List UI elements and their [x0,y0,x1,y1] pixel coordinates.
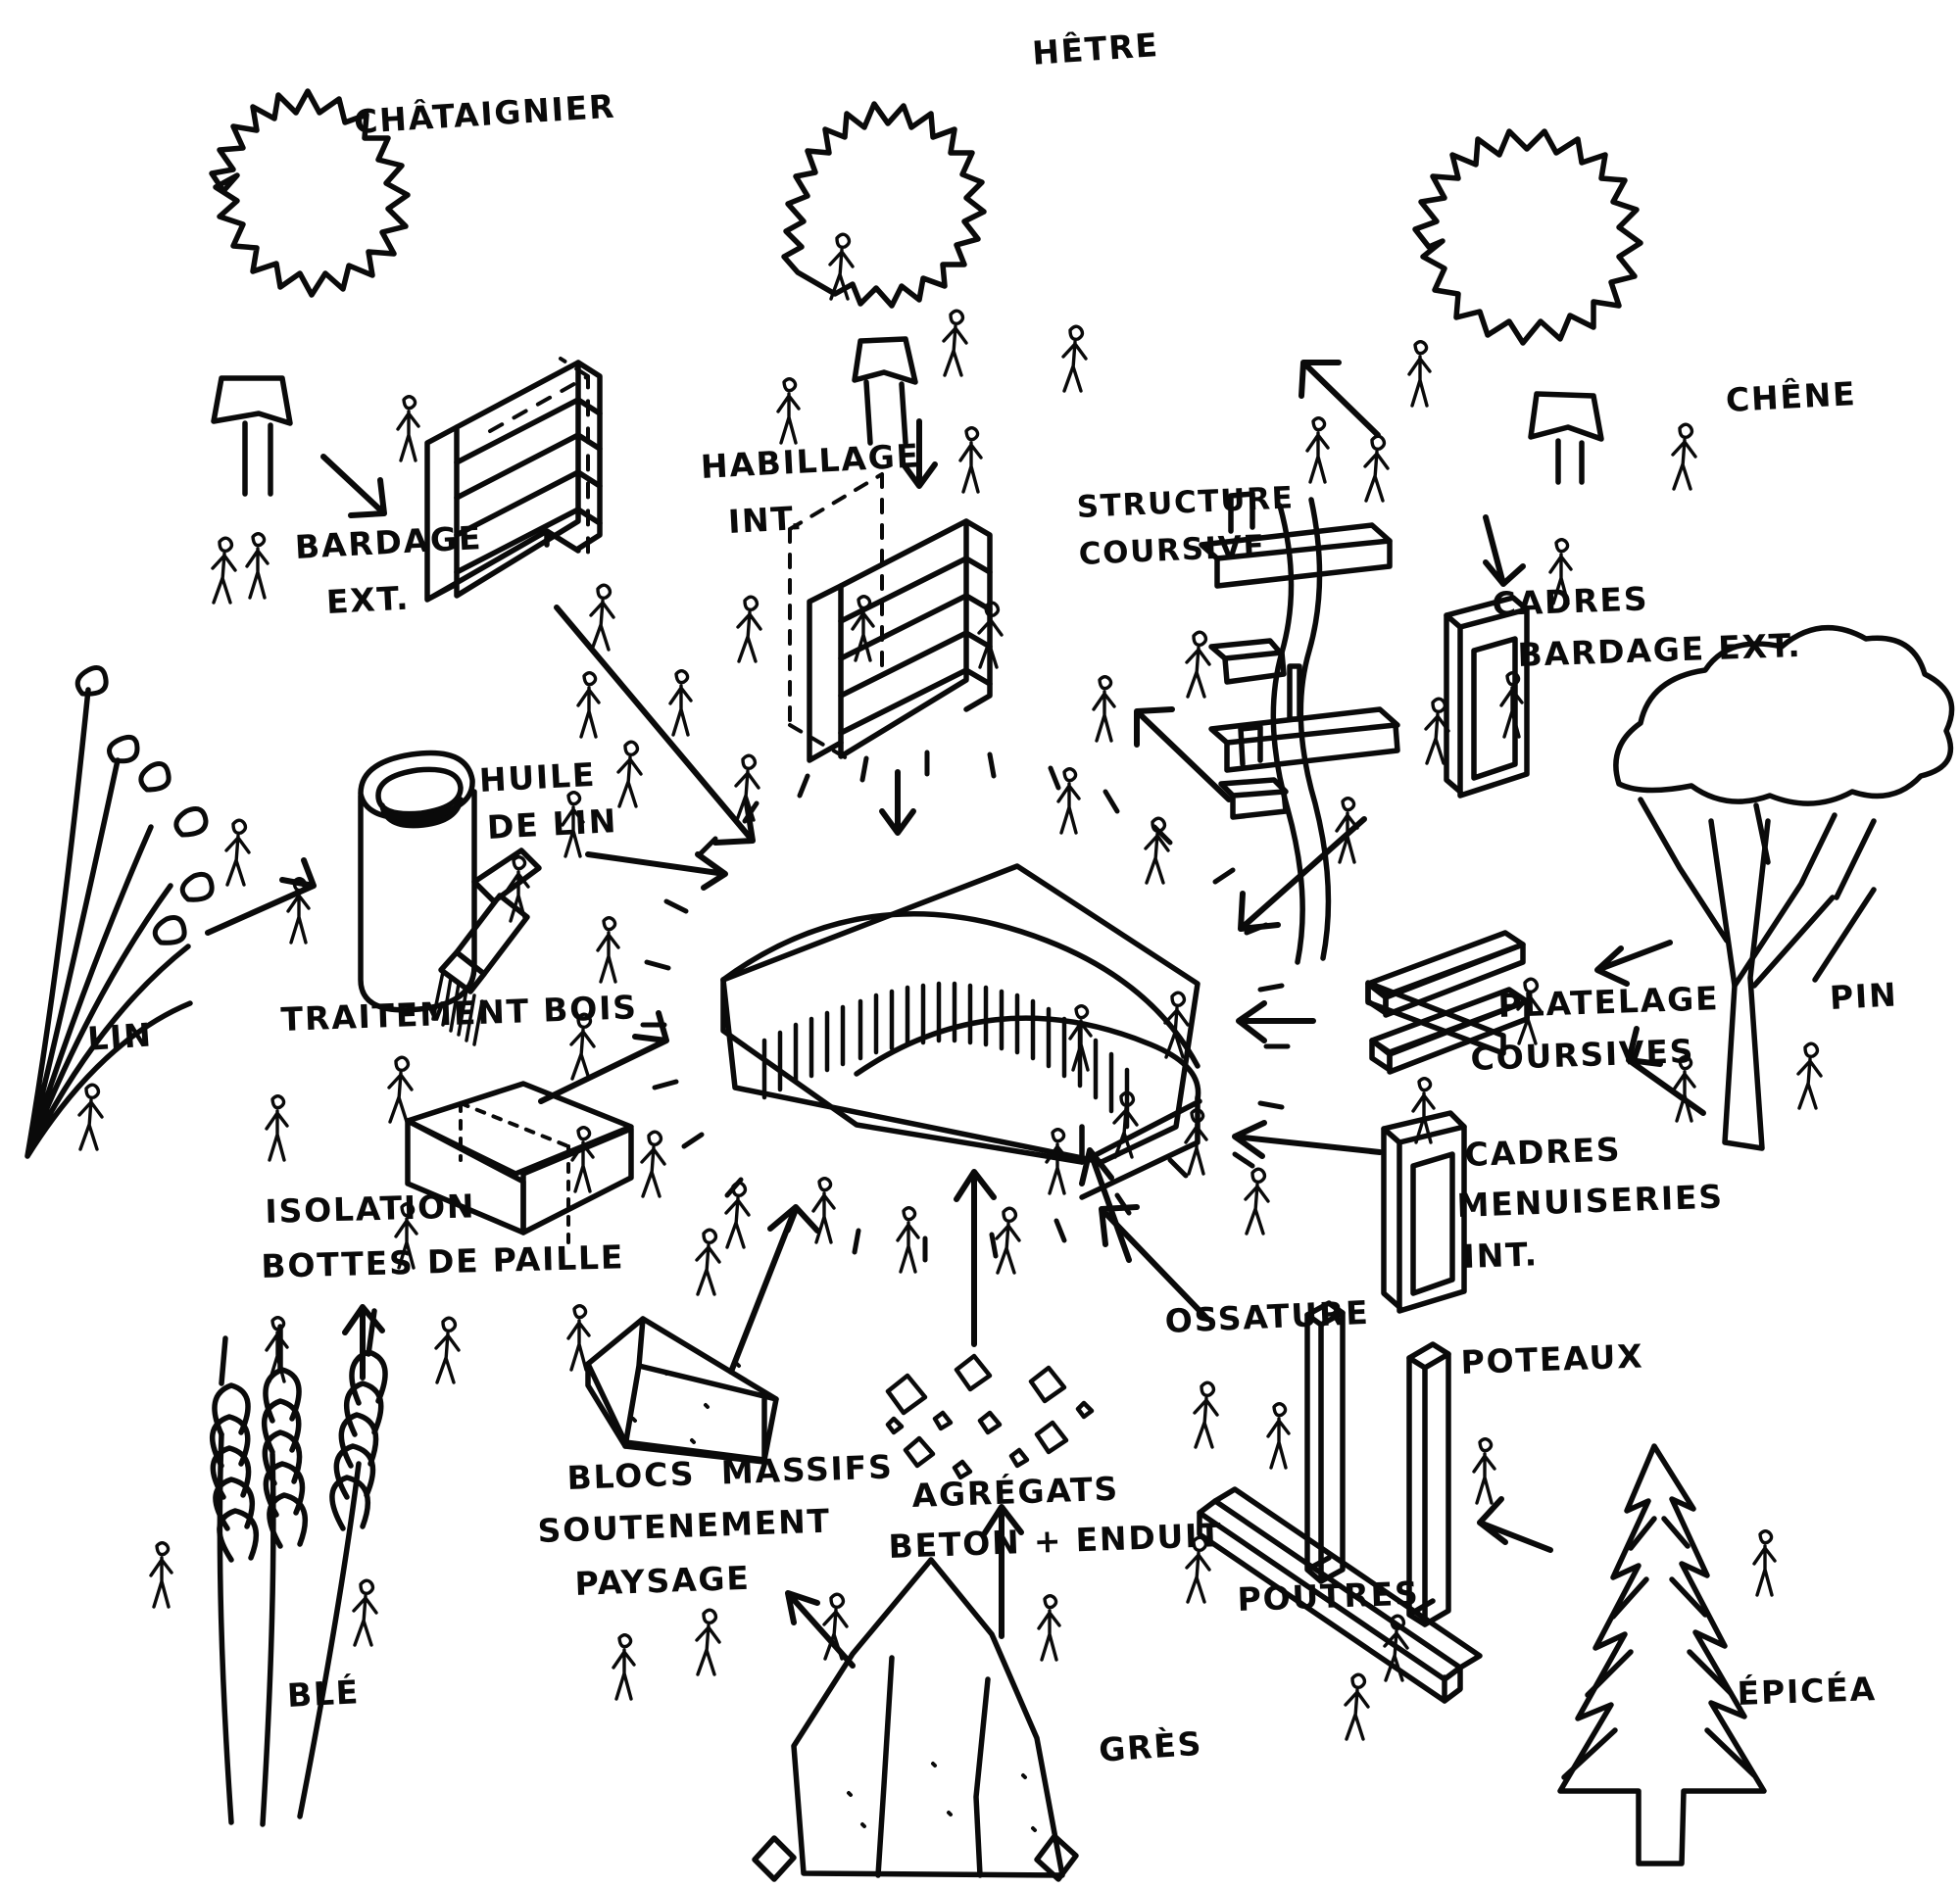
bardage-ext-dashed-guide [488,357,590,557]
label-pin: PIN [1828,975,1899,1017]
component-cadres-bardage-drawing [1444,595,1530,799]
component-bardage-ext-drawing [424,360,603,603]
label-platelage-line2: COURSIVES [1469,1032,1695,1078]
component-agregats-drawing [885,1353,1095,1480]
component-cadres-menuiseries-drawing [1381,1110,1467,1314]
label-huile-de-lin-line1: HUILE [477,754,598,799]
component-isolation-drawing [405,1081,634,1252]
habillage-int-dashed-guide [788,472,884,760]
stone-gres-drawing [752,1557,1079,1882]
tree-epicea-drawing [1557,1443,1767,1866]
label-bardage-ext-line2: EXT. [324,578,412,621]
label-chene: CHÊNE [1724,374,1858,419]
label-platelage-line1: PLATELAGE [1496,979,1720,1025]
label-isolation-line1: ISOLATION [264,1187,476,1231]
label-cadres-menuiseries-line3: INT. [1461,1235,1540,1276]
component-habillage-int-drawing [807,518,993,763]
component-poutres-drawing [1197,1486,1483,1704]
label-gres: GRÈS [1097,1723,1204,1769]
component-huile-de-lin-drawing [358,750,542,1046]
label-huile-de-lin-line2: DE LIN [485,801,619,847]
tree-pin-drawing [1613,625,1955,1151]
label-epicea: ÉPICÉA [1736,1670,1878,1713]
component-blocs-massifs-drawing [585,1316,779,1465]
center-building-drawing [720,863,1202,1200]
label-lin: LIN [85,1015,154,1058]
label-habillage-int-line2: INT. [726,498,806,541]
component-structure-coursive-drawing [1199,491,1400,965]
component-platelage-drawing [1365,930,1530,1075]
plant-ble-drawing [209,1308,388,1827]
tree-hetre-drawing [781,101,987,446]
tree-chataignier-drawing [209,88,411,497]
label-blocs-massifs-line3: PAYSAGE [573,1558,752,1603]
label-poutres: POUTRES [1236,1574,1421,1619]
label-agregats-line1: AGRÉGATS [910,1469,1120,1515]
tree-chene-drawing [1412,128,1643,485]
label-cadres-bardage-line1: CADRES [1491,579,1649,623]
label-cadres-menuiseries-line1: CADRES [1463,1130,1622,1174]
label-ble: BLÉ [285,1672,362,1715]
arrows [205,360,1706,1669]
label-poteaux: POTEAUX [1459,1336,1644,1381]
plant-lin-drawing [24,665,215,1159]
